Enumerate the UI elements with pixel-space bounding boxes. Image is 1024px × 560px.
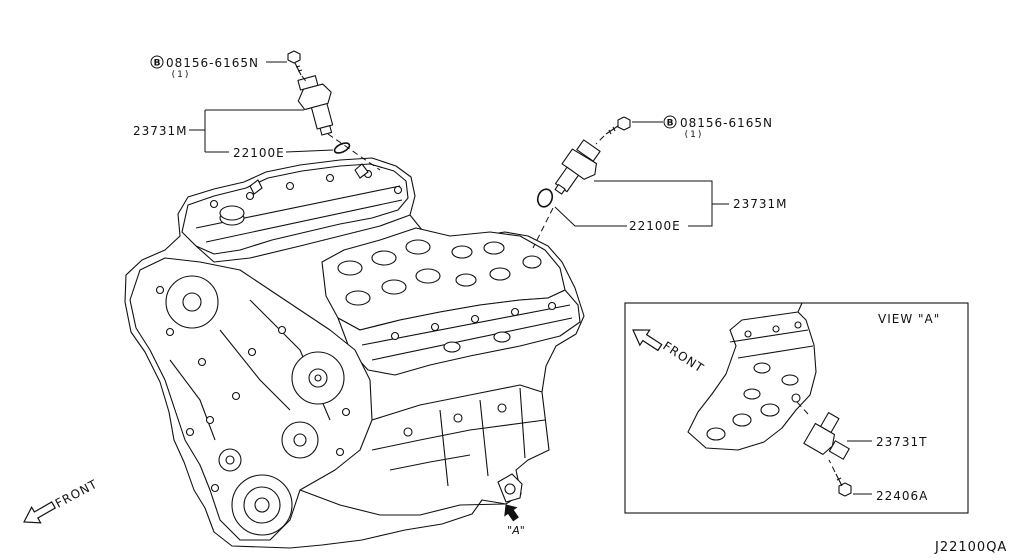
front-direction-indicator: FRONT [23,477,100,524]
view-a-inset: VIEW "A" FRONT [624,302,969,514]
camshaft-position-sensor-upper-right [554,139,601,195]
crankshaft-pulley [231,474,293,536]
bracket-sensor-upper-right [594,180,729,227]
part-number-o-ring-upper-right: 22100E [629,219,681,233]
right-valve-cover [337,289,581,376]
camshaft-position-sensor-upper-left [297,75,334,136]
water-pump-pulley [291,351,345,405]
left-valve-cover [181,163,409,255]
callout-bolt-upper-left: B 08156-6165N (1) [150,55,287,80]
quantity-bolt-upper-right: (1) [685,130,704,140]
callout-bolt-upper-right: B 08156-6165N (1) [632,115,773,140]
part-number-view-a-sensor: 23731T [876,435,928,449]
part-number-sensor-upper-left: 23731M [133,124,188,138]
view-a-marker: "A" [504,504,525,537]
install-guide-line-view-a-bolt [828,459,836,473]
front-label: FRONT [53,477,100,511]
bolt-guide-line-upper-left [301,75,309,85]
bolt-symbol-letter: B [154,59,161,69]
bolt-symbol-letter: B [667,119,674,129]
diagram-code: J22100QA [934,540,1007,555]
install-guide-line-upper-left [327,133,381,171]
view-a-mounting-boss [497,473,523,503]
bracket-sensor-upper-left [189,109,304,153]
bolt-upper-left [287,50,303,76]
bolt-symbol-circle [663,115,677,129]
view-a-marker-label: "A" [507,524,525,537]
idler-pulley [281,421,319,459]
lower-block [299,384,546,516]
callout-sensor-upper-left: 23731M 22100E [133,109,334,160]
view-a-front-arrow-icon [632,329,663,352]
leader-line-o-ring-upper-left [285,149,334,153]
view-a-title: VIEW "A" [878,312,940,326]
callout-sensor-upper-right: 23731M 22100E [554,180,788,233]
o-ring-upper-left [333,142,351,154]
quantity-bolt-upper-left: (1) [172,70,191,80]
install-guide-line-view-a-sensor [796,401,809,415]
view-a-arrow-icon [504,504,519,522]
install-guide-line-upper-right [532,207,554,249]
bolt-guide-line-upper-right [595,135,605,145]
part-number-bolt-upper-right: 08156-6165N [680,116,773,130]
engine-assembly-drawing [124,157,585,549]
front-arrow-icon [23,501,57,524]
tensioner-pulley [218,448,242,472]
camshaft-position-sensor-view-a [803,412,850,460]
camshaft-sprocket [165,275,219,329]
view-a-engine-detail [687,302,817,451]
part-number-o-ring-upper-left: 22100E [233,146,285,160]
left-cylinder-head-edge [195,214,411,263]
part-number-view-a-bolt: 22406A [876,489,928,503]
part-number-sensor-upper-right: 23731M [733,197,788,211]
bolt-symbol-circle [150,55,164,69]
o-ring-upper-right [536,188,554,208]
bolt-view-a [835,473,852,497]
part-number-bolt-upper-left: 08156-6165N [166,56,259,70]
bolt-upper-right [605,116,631,135]
leader-line-o-ring-upper-right [554,206,627,227]
